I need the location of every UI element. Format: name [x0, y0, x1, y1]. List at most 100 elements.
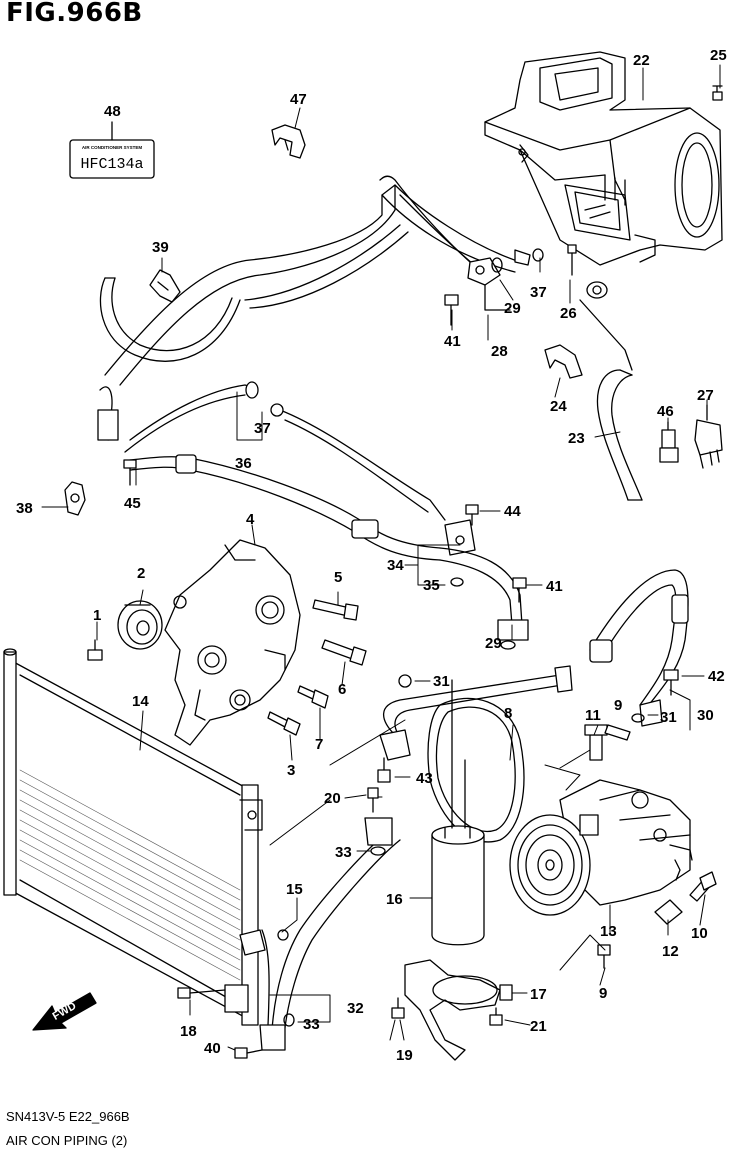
callout-3: 3 [287, 762, 295, 779]
o-ring-31-upper [398, 674, 412, 688]
callout-41-mid: 41 [546, 578, 563, 595]
callout-12: 12 [662, 943, 679, 960]
receiver-drier-16 [431, 679, 485, 946]
callout-10: 10 [691, 925, 708, 942]
label-48-line2: HFC134a [80, 156, 143, 173]
bolt-1 [87, 639, 103, 661]
figure-description: AIR CON PIPING (2) [6, 1133, 128, 1148]
label-48-sticker [69, 121, 155, 179]
bolt-21 [489, 1007, 503, 1026]
bolt-42 [663, 669, 679, 696]
callout-22: 22 [633, 52, 650, 69]
callout-13: 13 [600, 923, 617, 940]
callout-45: 45 [124, 495, 141, 512]
relay-27 [694, 404, 723, 469]
callout-7: 7 [315, 736, 323, 753]
callout-26: 26 [560, 305, 577, 322]
callout-31-upper: 31 [433, 673, 450, 690]
callout-29-lower: 29 [485, 635, 502, 652]
grommet-26 [567, 244, 608, 299]
drain-hose-23 [579, 299, 643, 501]
callout-17: 17 [530, 986, 547, 1003]
o-ring-29-lower [500, 640, 516, 650]
o-ring-35 [450, 577, 464, 587]
lower-pipes [224, 674, 563, 1051]
clip-39 [149, 269, 181, 303]
callout-36: 36 [235, 455, 252, 472]
callout-6: 6 [338, 681, 346, 698]
bolt-41-mid [512, 577, 527, 603]
o-ring-33-upper [370, 846, 386, 856]
bolt-9-lower [597, 944, 611, 969]
compressor-bracket-4 [164, 539, 301, 746]
callout-47: 47 [290, 91, 307, 108]
figure-title: FIG.966B [6, 0, 143, 28]
bolt-45 [123, 459, 137, 486]
callout-39: 39 [152, 239, 169, 256]
callout-28: 28 [491, 343, 508, 360]
label-48-line1: AIR CONDITIONER SYSTEM [82, 145, 143, 150]
callout-37-upper: 37 [530, 284, 547, 301]
bolt-6 [321, 639, 367, 666]
evaporator-unit [484, 51, 723, 266]
callout-40: 40 [204, 1040, 221, 1057]
o-ring-37-upper [532, 248, 544, 262]
callout-43: 43 [416, 770, 433, 787]
clip-47 [271, 124, 306, 159]
bolt-40 [234, 1047, 263, 1059]
callout-25: 25 [710, 47, 727, 64]
callout-37-lower: 37 [254, 420, 271, 437]
o-ring-33-lower [283, 1013, 295, 1027]
clip-38 [64, 481, 86, 516]
callout-4: 4 [246, 511, 255, 528]
callout-24: 24 [550, 398, 567, 415]
callout-numbers: 1 2 3 4 5 6 7 8 9 9 10 11 12 13 14 15 16… [16, 47, 727, 1064]
callout-33-lower: 33 [303, 1016, 320, 1033]
bolt-44 [465, 504, 479, 526]
callout-33-upper: 33 [335, 844, 352, 861]
callout-44: 44 [504, 503, 521, 520]
callout-18: 18 [180, 1023, 197, 1040]
upper-pipes [97, 175, 529, 641]
bolt-20 [367, 787, 379, 813]
callout-42: 42 [708, 668, 725, 685]
drier-bracket-17 [404, 959, 513, 1061]
callout-9-lower: 9 [599, 985, 607, 1002]
callout-20: 20 [324, 790, 341, 807]
callout-38: 38 [16, 500, 33, 517]
callout-19: 19 [396, 1047, 413, 1064]
callout-5: 5 [334, 569, 342, 586]
bolt-10 [689, 871, 717, 902]
callout-35: 35 [423, 577, 440, 594]
leader-lines [41, 64, 721, 1051]
callout-15: 15 [286, 881, 303, 898]
bolt-5 [312, 599, 359, 621]
callout-48: 48 [104, 103, 121, 120]
callout-1: 1 [93, 607, 101, 624]
valve-12 [654, 899, 683, 925]
callout-14: 14 [132, 693, 149, 710]
bolt-43 [377, 757, 391, 783]
bolt-19 [391, 997, 405, 1019]
callout-23: 23 [568, 430, 585, 447]
compressor-13 [509, 779, 693, 916]
callout-34: 34 [387, 557, 404, 574]
clip-24 [544, 344, 583, 379]
bolt-9-upper [604, 724, 631, 741]
callout-27: 27 [697, 387, 714, 404]
callout-46: 46 [657, 403, 674, 420]
callout-9-upper: 9 [614, 697, 622, 714]
o-ring-29-upper [491, 257, 503, 273]
figure-code: SN413V-5 E22_966B [6, 1109, 130, 1124]
callout-30: 30 [697, 707, 714, 724]
idler-pulley-2 [117, 600, 163, 650]
drive-belt-8 [427, 697, 525, 843]
bolt-7 [297, 685, 329, 709]
o-ring-31-lower [631, 713, 645, 723]
callout-41-upper: 41 [444, 333, 461, 350]
bolt-41-upper [444, 294, 459, 326]
callout-16: 16 [386, 891, 403, 908]
callout-8: 8 [504, 705, 512, 722]
callout-31-lower: 31 [660, 709, 677, 726]
